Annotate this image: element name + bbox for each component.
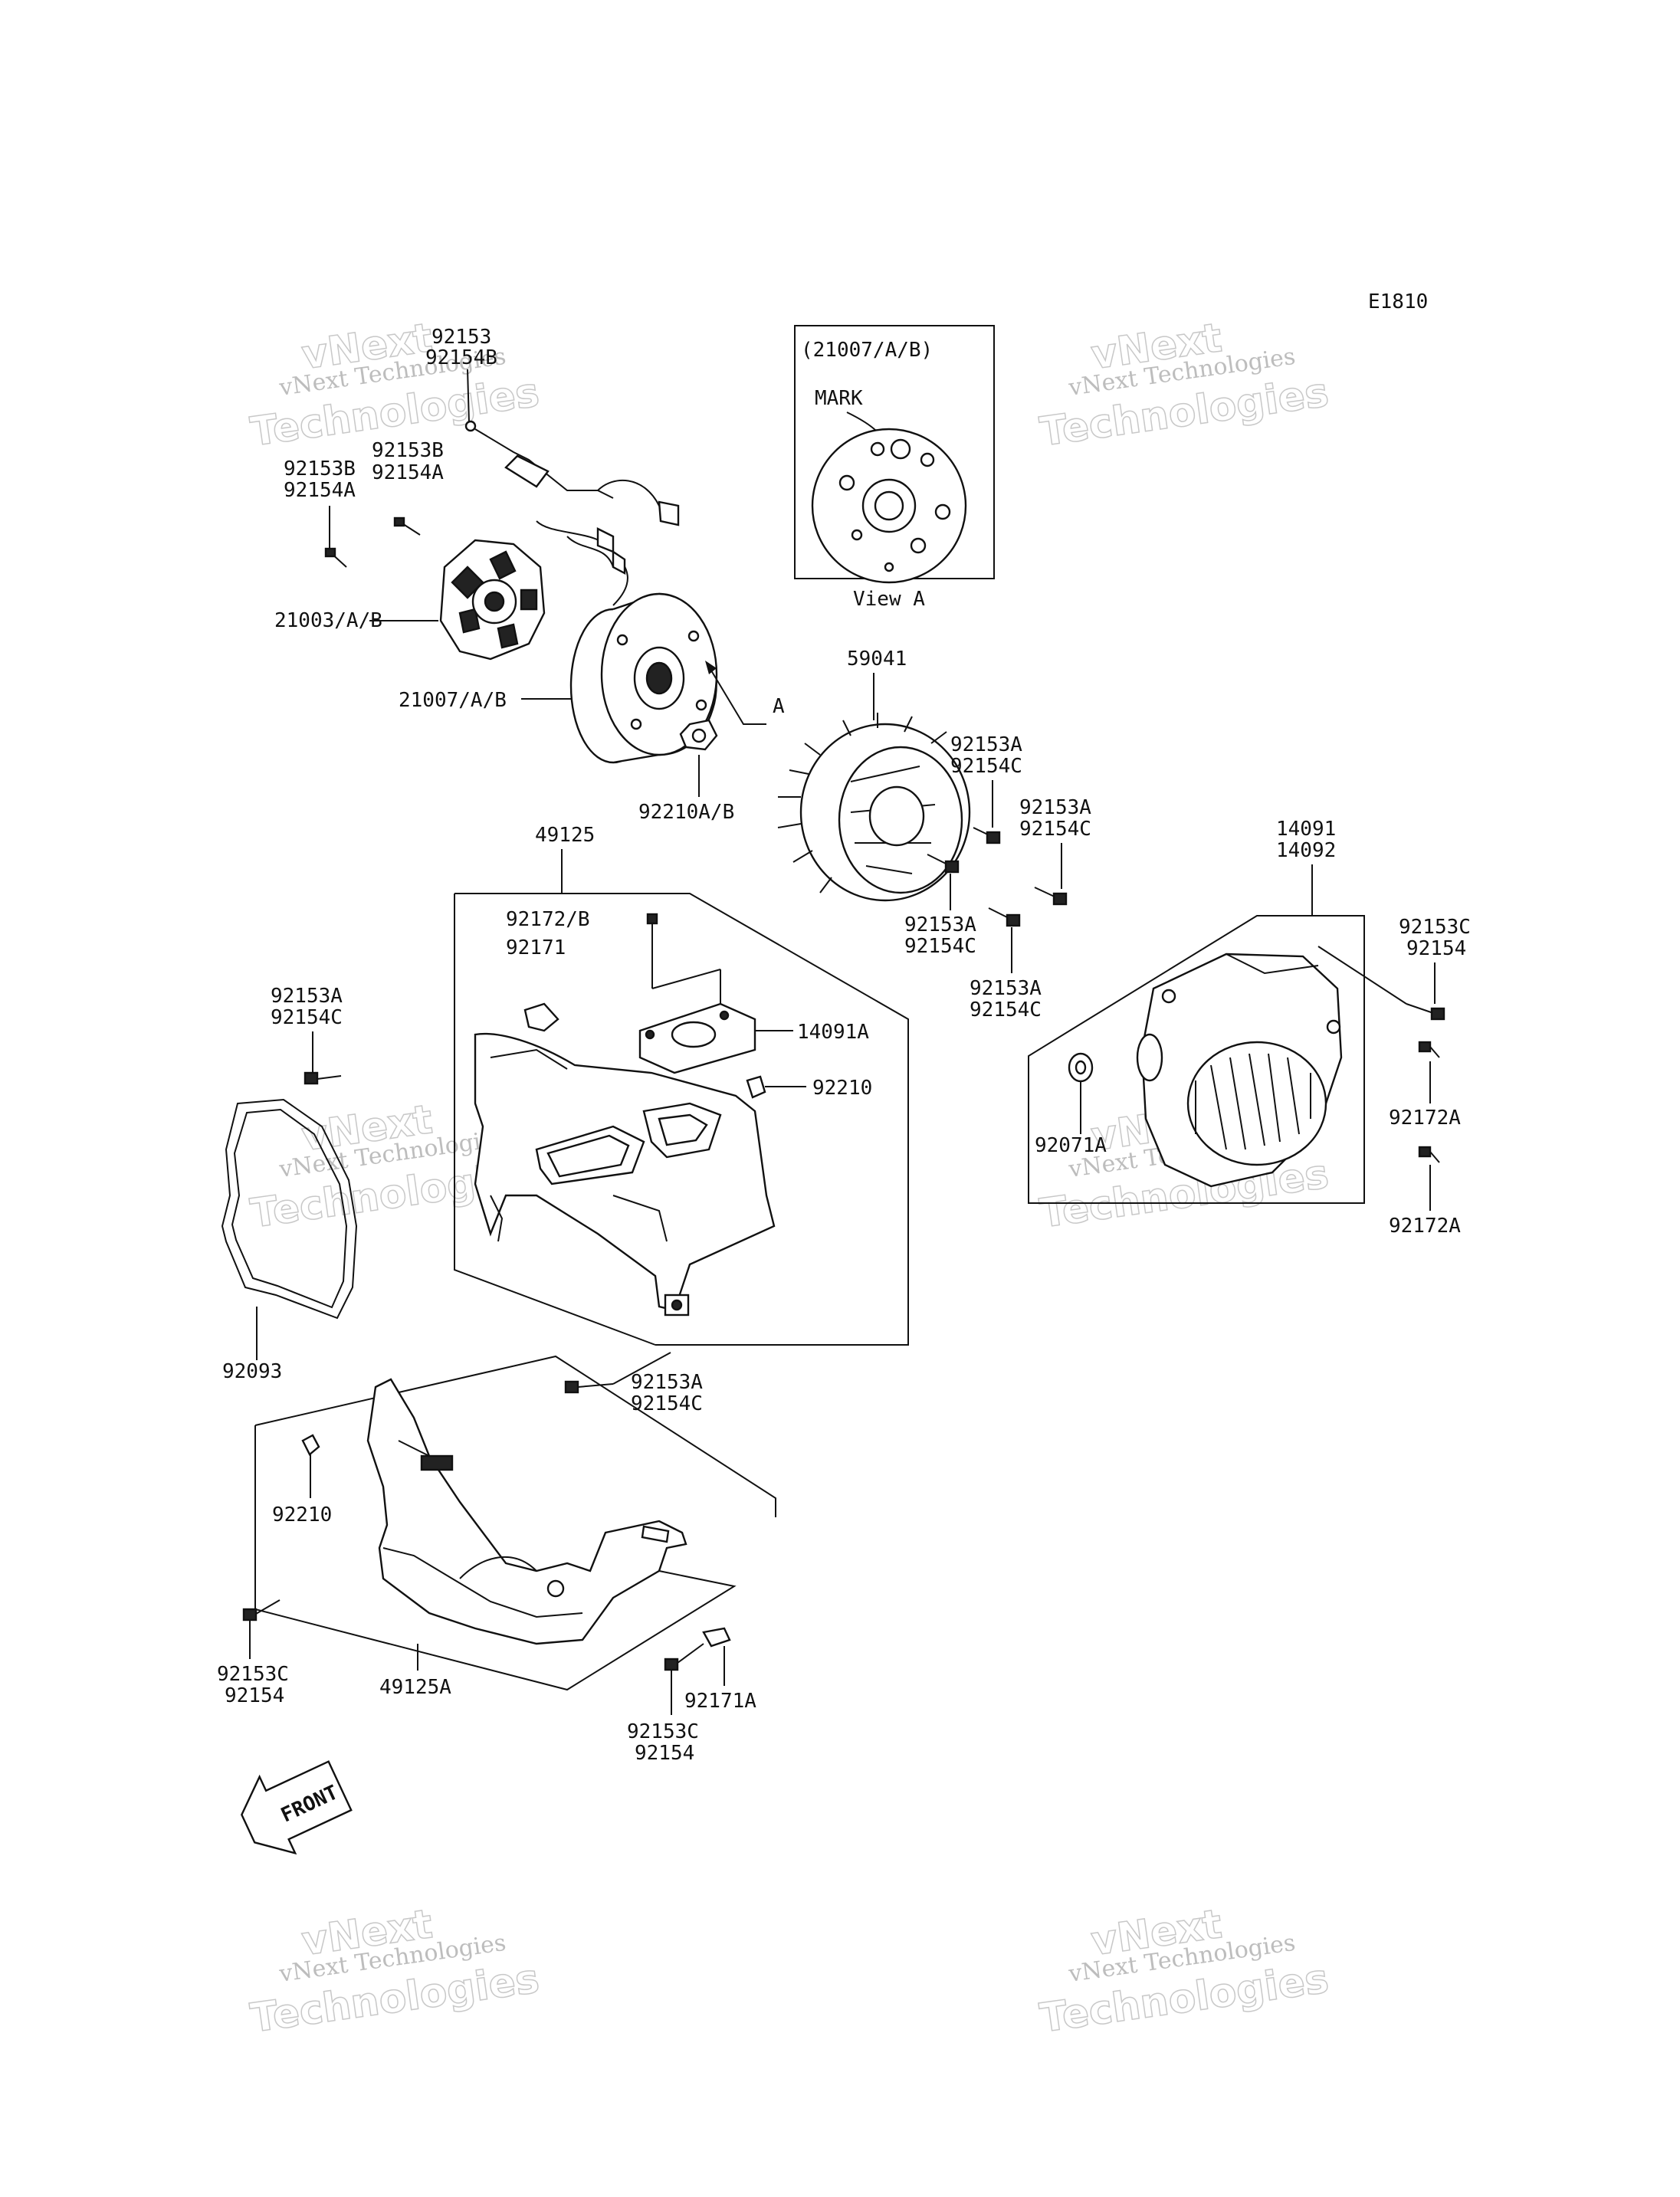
bolt-icon — [242, 1599, 281, 1622]
cover-plate-icon — [638, 1002, 756, 1074]
label-92154C-3: 92154C — [904, 935, 976, 958]
label-14091: 14091 — [1276, 818, 1336, 841]
label-92172B: 92172/B — [506, 908, 590, 931]
label-92153B-b: 92153B — [372, 439, 444, 462]
label-92154C-6: 92154C — [631, 1392, 703, 1415]
shroud-49125-icon — [474, 1032, 776, 1317]
view-a-arrow: A — [705, 661, 785, 725]
label-92171A: 92171A — [684, 1690, 756, 1713]
label-92154C-2: 92154C — [1019, 818, 1091, 841]
front-arrow-icon: FRONT — [241, 1760, 353, 1855]
label-92153C-c: 92153C — [627, 1720, 699, 1743]
bolt-icon — [1034, 887, 1068, 906]
rotor-icon — [569, 592, 718, 764]
label-92154A-a: 92154A — [284, 479, 356, 502]
label-92153A-4: 92153A — [970, 977, 1042, 1000]
fan-cover-icon — [1136, 953, 1343, 1188]
label-49125: 49125 — [535, 824, 595, 847]
screw-icon — [1418, 1146, 1440, 1163]
label-92153A-2: 92153A — [1019, 796, 1091, 819]
label-92154-a: 92154 — [1406, 937, 1466, 960]
shroud-49125A-icon — [366, 1378, 687, 1645]
washer-icon — [1068, 1052, 1094, 1083]
watermark-top-left: Technologies vNext vNext Technologies — [248, 314, 543, 456]
label-92210-b: 92210 — [272, 1503, 332, 1526]
screw-icon — [1418, 1041, 1440, 1058]
stator-icon — [439, 539, 546, 661]
cooling-fan-icon — [777, 713, 971, 902]
label-21007: 21007/A/B — [399, 689, 507, 712]
rotor-face-icon — [811, 428, 967, 584]
label-92154C-1: 92154C — [950, 755, 1022, 778]
label-59041: 59041 — [847, 648, 907, 671]
nut-icon — [679, 719, 718, 751]
screw-icon — [324, 547, 347, 568]
label-92153-top: 92153 — [431, 326, 491, 349]
label-14092: 14092 — [1276, 839, 1336, 862]
bolt-icon — [304, 1071, 342, 1085]
clip-icon — [702, 1627, 731, 1648]
label-92154B-top: 92154B — [425, 346, 497, 369]
bolt-icon — [564, 1380, 614, 1394]
view-a-mark: MARK — [815, 387, 863, 410]
label-92210AB: 92210A/B — [638, 801, 734, 824]
label-49125A: 49125A — [379, 1676, 451, 1699]
label-92171: 92171 — [506, 936, 566, 959]
label-92154-c: 92154 — [635, 1742, 694, 1765]
bolt-icon — [1406, 1003, 1445, 1021]
label-92153B-a: 92153B — [284, 457, 356, 480]
view-a-caption: View A — [853, 588, 925, 611]
clip-icon — [523, 1002, 559, 1032]
label-92172A-b: 92172A — [1389, 1215, 1461, 1238]
bolt-icon — [988, 907, 1021, 927]
label-92210-a: 92210 — [812, 1077, 872, 1100]
label-92154C-4: 92154C — [970, 998, 1042, 1021]
label-92154A-b: 92154A — [372, 461, 444, 484]
label-92071A: 92071A — [1035, 1134, 1107, 1157]
label-21003: 21003/A/B — [274, 609, 382, 632]
screw-icon — [393, 516, 421, 536]
label-92153C-a: 92153C — [1399, 916, 1471, 939]
watermark-bottom-left: Technologies vNext vNext Technologies — [248, 1900, 543, 2042]
wiring-harness — [464, 420, 680, 606]
label-92153A-5: 92153A — [271, 985, 343, 1008]
clip-icon — [301, 1434, 320, 1456]
diagram-code: E1810 — [1368, 290, 1428, 313]
label-92153A-6: 92153A — [631, 1371, 703, 1394]
label-14091A: 14091A — [797, 1021, 869, 1044]
label-92172A-a: 92172A — [1389, 1107, 1461, 1130]
label-92153C-b: 92153C — [217, 1663, 289, 1686]
view-a-inset: (21007/A/B) MARK View A — [794, 325, 995, 611]
clip-icon — [746, 1075, 766, 1099]
label-92093: 92093 — [222, 1360, 282, 1383]
label-92154-b: 92154 — [225, 1684, 284, 1707]
watermark-top-right: Technologies vNext vNext Technologies — [1037, 314, 1332, 456]
bolt-icon — [973, 827, 1001, 844]
label-92153A-3: 92153A — [904, 913, 976, 936]
label-92153A-1: 92153A — [950, 733, 1022, 756]
screw-icon — [646, 913, 658, 925]
view-a-title: (21007/A/B) — [801, 339, 933, 362]
bolt-icon — [664, 1643, 704, 1671]
seal-92093-icon — [221, 1098, 358, 1320]
svg-text:A: A — [773, 695, 785, 718]
bolt-icon — [927, 854, 960, 874]
watermark-bottom-right: Technologies vNext vNext Technologies — [1037, 1900, 1332, 2042]
label-92154C-5: 92154C — [271, 1006, 343, 1029]
